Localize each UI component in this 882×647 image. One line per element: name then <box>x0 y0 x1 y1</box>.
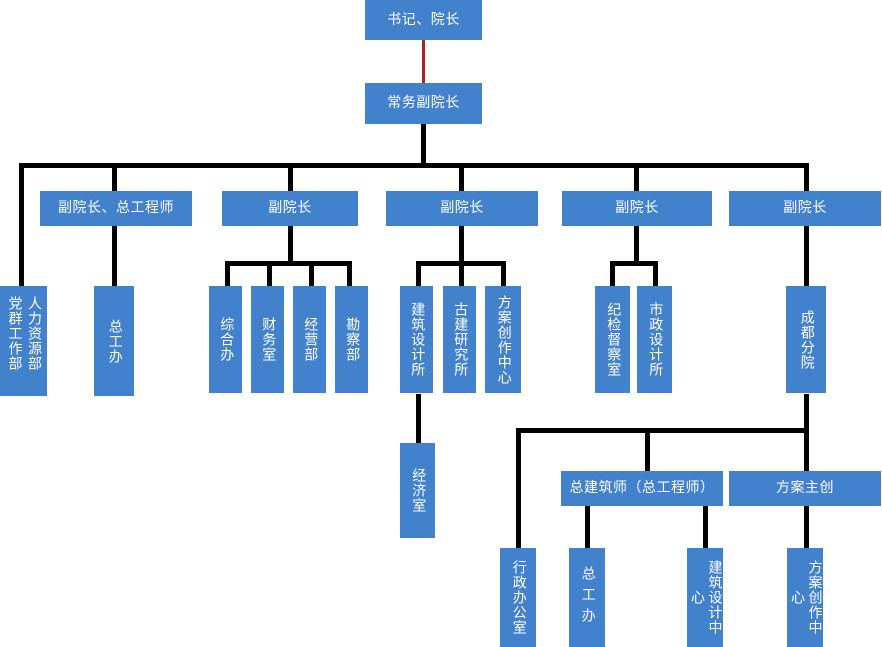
node-branch-scheme-creation-center[interactable]: 方案创作中心 <box>787 548 823 647</box>
connector-chief-architect-to-general-engineering-office <box>585 506 590 549</box>
node-operations-department[interactable]: 经营部 <box>293 286 326 393</box>
node-finance-office[interactable]: 财务室 <box>251 286 284 393</box>
node-general-office[interactable]: 综合办 <box>209 286 242 393</box>
connector-level3-bus <box>19 163 809 168</box>
connector-chief-to-deputy <box>422 38 425 83</box>
node-chengdu-branch[interactable]: 成都分院 <box>786 286 826 393</box>
connector-vp2-drop <box>288 225 293 263</box>
node-administrative-office[interactable]: 行政办公室 <box>500 548 536 647</box>
connector-chengdu-to-chief-architect <box>645 428 650 472</box>
connector-vp3-to-ancient-arch-research <box>459 261 464 287</box>
connector-vp2-to-finance <box>267 261 272 287</box>
connector-vp4-drop <box>634 225 639 263</box>
connector-vp2-to-survey <box>347 261 352 287</box>
connector-vp3-to-arch-design-institute <box>416 261 421 287</box>
connector-hr-long-drop <box>19 163 24 287</box>
connector-vp3-to-scheme-creation-center <box>501 261 506 287</box>
connector-bus-to-vp-3 <box>459 163 464 191</box>
node-survey-department[interactable]: 勘察部 <box>335 286 368 393</box>
connector-chengdu-bus <box>516 428 809 433</box>
connector-vp4-to-municipal-design <box>653 261 658 287</box>
connector-vp2-to-operations <box>309 261 314 287</box>
connector-deputy-drop <box>421 124 426 166</box>
connector-bus-to-vp-chief-engineer <box>112 163 117 191</box>
node-chief-architect[interactable]: 总建筑师（总工程师） <box>561 471 723 506</box>
connector-arch-institute-to-economics-office <box>416 394 421 444</box>
connector-vp4-bus <box>610 261 658 266</box>
node-architectural-design-institute[interactable]: 建筑设计所 <box>400 286 433 393</box>
node-ancient-architecture-research-institute[interactable]: 古建研究所 <box>443 286 476 393</box>
connector-vp3-drop <box>459 225 464 263</box>
connector-vp2-bus <box>225 261 352 266</box>
node-vice-dean-4[interactable]: 副院长 <box>562 191 712 226</box>
connector-vp4-to-discipline-inspection <box>610 261 615 287</box>
node-discipline-inspection-office[interactable]: 纪检督察室 <box>595 286 630 393</box>
node-municipal-design-institute[interactable]: 市政设计所 <box>637 286 672 393</box>
node-hr-department-label: 人力资源部 <box>26 296 42 371</box>
node-economics-office[interactable]: 经济室 <box>400 443 435 538</box>
node-secretary-dean[interactable]: 书记、院长 <box>365 0 482 40</box>
node-party-affairs-label: 党群工作部 <box>6 296 23 371</box>
node-branch-general-engineering-office[interactable]: 总工办 <box>569 548 605 647</box>
node-vice-dean-chief-engineer[interactable]: 副院长、总工程师 <box>40 191 192 226</box>
node-architectural-design-center[interactable]: 建筑设计中心 <box>687 548 723 647</box>
node-hr-and-party-affairs[interactable]: 人力资源部 党群工作部 <box>0 286 47 396</box>
connector-chengdu-to-admin-office <box>516 428 521 549</box>
connector-vp5-to-chengdu-branch <box>804 225 809 287</box>
node-vice-dean-2[interactable]: 副院长 <box>222 191 358 226</box>
node-executive-vice-dean[interactable]: 常务副院长 <box>365 83 482 124</box>
connector-chengdu-to-scheme-lead <box>804 428 809 472</box>
connector-scheme-lead-to-scheme-creation-center <box>804 506 809 549</box>
connector-bus-to-vp-2 <box>288 163 293 191</box>
connector-bus-to-vp-5 <box>804 163 809 191</box>
connector-chief-architect-to-arch-design-center <box>703 506 708 549</box>
node-vice-dean-3[interactable]: 副院长 <box>386 191 538 226</box>
node-vice-dean-5[interactable]: 副院长 <box>729 191 881 226</box>
connector-vp1-to-general-engineering-office <box>112 225 117 287</box>
connector-vp2-to-general-office <box>225 261 230 287</box>
node-scheme-lead[interactable]: 方案主创 <box>729 471 881 506</box>
node-scheme-creation-center[interactable]: 方案创作中心 <box>485 286 521 393</box>
connector-chengdu-drop <box>804 394 809 430</box>
node-general-engineering-office[interactable]: 总工办 <box>94 286 134 396</box>
connector-bus-to-vp-4 <box>634 163 639 191</box>
